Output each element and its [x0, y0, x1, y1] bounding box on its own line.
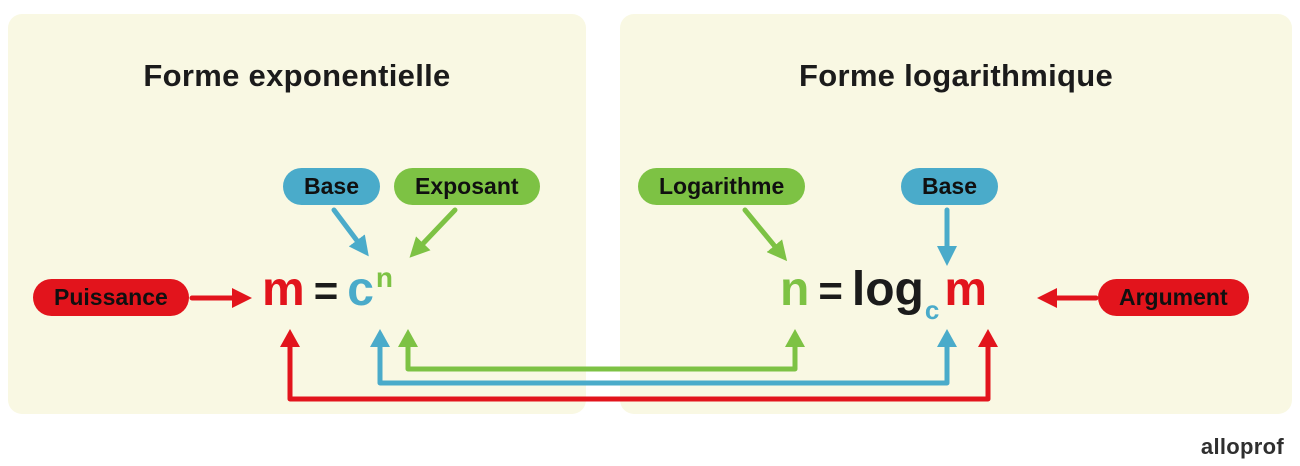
- alloprof-logo: alloprof: [1200, 434, 1284, 459]
- panel-exponential-form: Forme exponentielle: [8, 14, 586, 414]
- equation-argument-m: m: [944, 263, 987, 316]
- panel-logarithmic-form: Forme logarithmique: [620, 14, 1292, 414]
- equation-log-text: log: [851, 263, 924, 316]
- equation-logarithm-n: n: [780, 263, 810, 316]
- equation-exponent-n: n: [375, 262, 394, 293]
- base-label-pill-left: Base: [283, 168, 380, 205]
- logarithmic-form-title: Forme logarithmique: [798, 58, 1113, 93]
- logarithme-label-pill: Logarithme: [638, 168, 806, 205]
- equation-base-subscript-c: c: [924, 295, 940, 325]
- equation-equals-sign-right: =: [818, 267, 843, 314]
- exponential-form-title: Forme exponentielle: [143, 58, 451, 93]
- equation-power-m: m: [262, 263, 305, 316]
- puissance-label-pill: Puissance: [33, 279, 189, 316]
- exponential-equation: m = c n: [262, 262, 394, 316]
- equation-base-c: c: [347, 263, 374, 316]
- exposant-label-pill: Exposant: [394, 168, 540, 205]
- logarithmic-equation: n = log c m: [780, 263, 987, 324]
- equation-equals-sign-left: =: [313, 267, 339, 314]
- argument-label-pill: Argument: [1098, 279, 1249, 316]
- base-label-pill-right: Base: [901, 168, 998, 205]
